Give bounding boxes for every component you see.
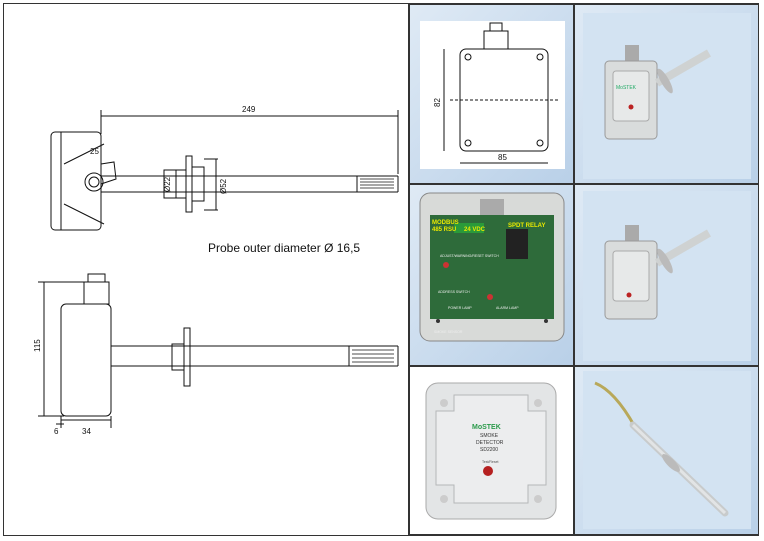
pcb-rs485: 485 RSU: [432, 227, 456, 233]
panel-front-face: MoSTEK SMOKE DETECTOR SD2200 Test/Reset: [409, 366, 574, 535]
panel-box-drawing: 82 85: [409, 4, 574, 184]
technical-drawing: 249 25 Ø22 Ø52 115 34 6 Probe outer diam…: [4, 4, 408, 535]
dim-d1: Ø22: [163, 176, 172, 192]
dim-edge: 6: [54, 427, 59, 436]
pcb-sensor: SMOKE SENSOR: [434, 330, 463, 334]
pcb-adjust: ADJUST/WARNING/RESET SWITCH: [440, 254, 499, 258]
panel-device-photo-1: MoSTEK: [574, 4, 759, 184]
pcb-relay: SPDT RELAY: [508, 223, 545, 229]
front-line2: DETECTOR: [476, 440, 504, 446]
dim-height: 115: [33, 339, 42, 352]
pcb-24v: 24 VDC: [464, 227, 486, 233]
dim-length: 249: [242, 105, 256, 114]
dimension-drawing: 249 25 Ø22 Ø52 115 34 6: [33, 105, 399, 436]
pcb-address: ADDRESS SWITCH: [438, 290, 470, 294]
panel-probe-photo: [574, 366, 759, 535]
pcb-alarm: ALARM LAMP: [496, 306, 519, 310]
front-brand: MoSTEK: [472, 424, 501, 431]
pcb-modbus: MODBUS: [432, 220, 459, 226]
housing-side-view: [60, 303, 112, 417]
front-model: SD2200: [480, 447, 498, 453]
panel-pcb: MODBUS 485 RSU 24 VDC SPDT RELAY ADJUST/…: [409, 184, 574, 366]
device-label: MoSTEK: [616, 85, 637, 91]
test-reset-button: [483, 466, 493, 476]
box-width: 85: [498, 153, 507, 162]
pcb-board: [430, 215, 554, 319]
panel-device-photo-2: [574, 184, 759, 366]
front-button-label: Test/Reset: [482, 460, 499, 464]
dim-d2: Ø52: [219, 178, 228, 194]
dim-gland: 25: [90, 147, 99, 156]
pcb-power: POWER LAMP: [448, 306, 472, 310]
front-line1: SMOKE: [480, 433, 499, 439]
divider: [408, 4, 409, 535]
probe-caption: Probe outer diameter Ø 16,5: [208, 241, 361, 255]
box-height: 82: [433, 98, 442, 107]
dim-depth: 34: [82, 427, 91, 436]
